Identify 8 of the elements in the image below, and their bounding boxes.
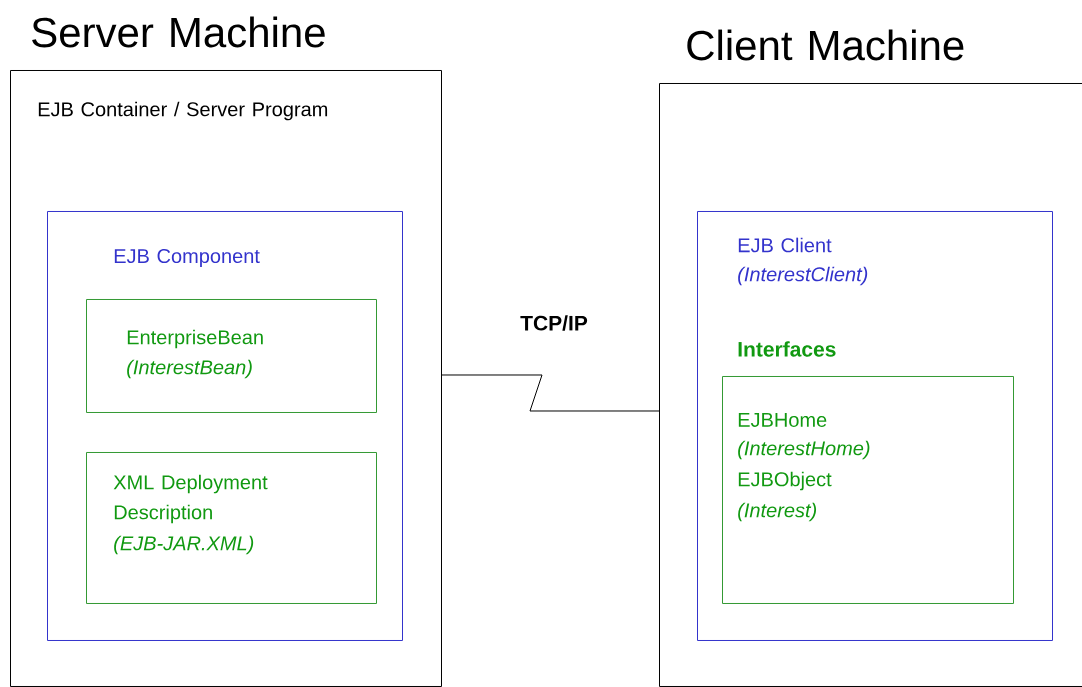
descriptor-box: XML Deployment Description (EJB-JAR.XML) xyxy=(86,452,377,604)
node-label: Interfaces xyxy=(738,341,836,357)
node-label: Server Machine xyxy=(32,16,325,48)
bean-box: EnterpriseBean (InterestBean) xyxy=(86,299,377,413)
node-label: Client Machine xyxy=(687,29,964,61)
interfaces-box: Interfaces EJBHome (InterestHome) EJBObject (Interest) xyxy=(722,341,1014,604)
network-link xyxy=(441,374,660,412)
edge-label: TCP/IP xyxy=(520,315,588,331)
